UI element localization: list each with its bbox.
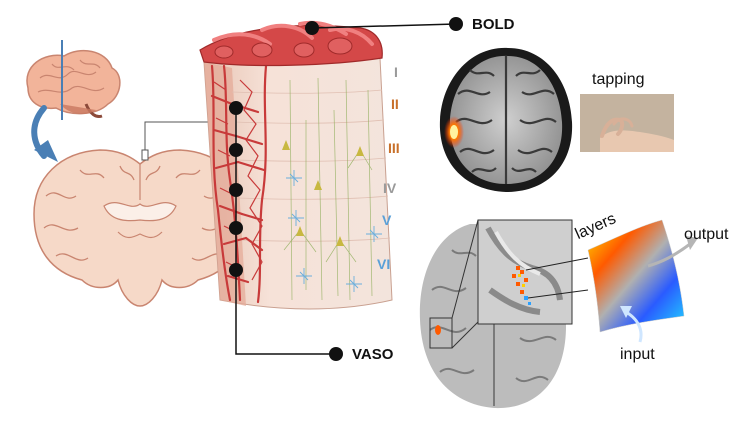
zoom-connector-line [144, 121, 208, 150]
input-label: input [620, 346, 655, 363]
layer-label-6: VI [377, 256, 391, 272]
layer-label-2: II [391, 96, 399, 112]
depth-dot-3 [229, 183, 243, 197]
tapping-photo [580, 94, 674, 152]
pial-vessels [199, 20, 383, 67]
layer-label-3: III [388, 140, 400, 156]
bold-label: BOLD [472, 16, 515, 33]
cortical-column [199, 20, 393, 310]
bold-connector-line [305, 17, 463, 35]
layer-label-1: I [394, 64, 398, 80]
input-arrowhead [620, 306, 632, 318]
vaso-endpoint-dot [329, 347, 343, 361]
tapping-label: tapping [592, 71, 645, 88]
depth-dot-5 [229, 263, 243, 277]
depth-dot-2 [229, 143, 243, 157]
curved-arrow-icon [31, 105, 58, 162]
depth-dot-1 [229, 101, 243, 115]
layer-label-5: V [382, 212, 392, 228]
zoom-inset [451, 219, 589, 349]
vaso-label: VASO [352, 346, 394, 363]
bold-start-dot [305, 21, 319, 35]
bold-brain-map [439, 47, 573, 192]
lateral-brain-icon [26, 40, 121, 120]
layer-gradient-panel [587, 219, 698, 343]
vaso-depth-line [229, 101, 343, 361]
output-arrowhead [686, 236, 698, 250]
bold-end-dot [449, 17, 463, 31]
output-label: output [684, 226, 729, 243]
slice-region-marker [141, 149, 149, 161]
layer-label-4: IV [383, 180, 397, 196]
depth-dot-4 [229, 221, 243, 235]
